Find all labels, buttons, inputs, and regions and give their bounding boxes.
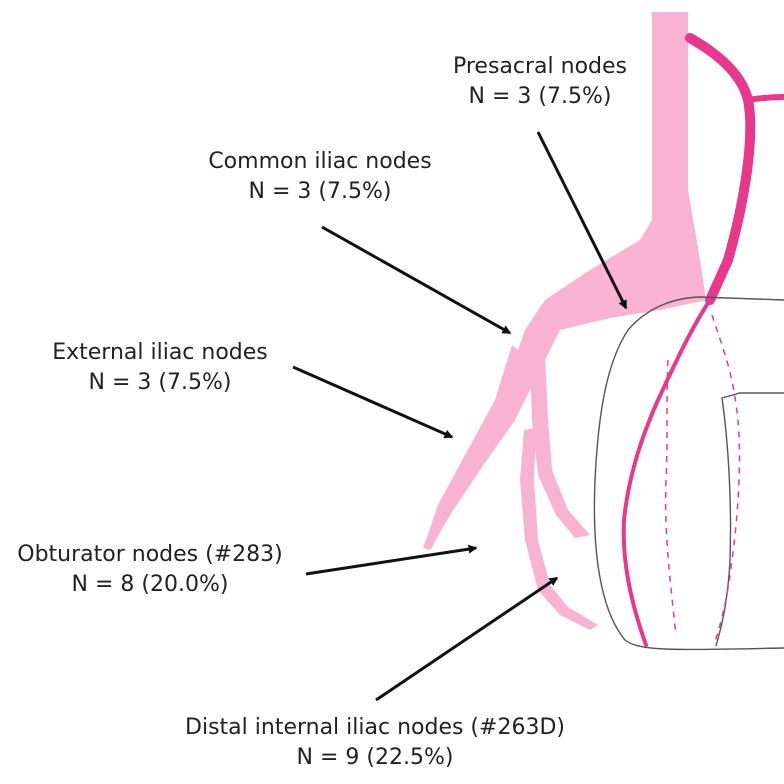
- label-distal-internal-iliac-nodes: Distal internal iliac nodes (#263D) N = …: [160, 713, 590, 773]
- label-common-iliac-nodes: Common iliac nodes N = 3 (7.5%): [180, 147, 460, 207]
- external-iliac-name: External iliac nodes: [0, 338, 320, 368]
- external-iliac-count: N = 3 (7.5%): [0, 368, 320, 398]
- arrow-common-iliac: [322, 227, 510, 333]
- arrow-obturator: [306, 548, 476, 574]
- presacral-name: Presacral nodes: [430, 52, 650, 82]
- organ-outlines: [594, 297, 784, 650]
- obturator-count: N = 8 (20.0%): [0, 570, 300, 600]
- obturator-name: Obturator nodes (#283): [0, 540, 300, 570]
- presacral-count: N = 3 (7.5%): [430, 82, 650, 112]
- inner-organ-outline: [716, 393, 784, 646]
- obturator-branch: [520, 428, 598, 630]
- ureter-line: [624, 38, 784, 645]
- common-iliac-count: N = 3 (7.5%): [180, 177, 460, 207]
- dashed-vessel-right: [712, 315, 739, 645]
- external-iliac-vessel: [424, 345, 530, 548]
- common-iliac-name: Common iliac nodes: [180, 147, 460, 177]
- label-obturator-nodes: Obturator nodes (#283) N = 8 (20.0%): [0, 540, 300, 600]
- arrow-distal-internal-iliac: [376, 578, 557, 700]
- internal-iliac-branch: [530, 355, 590, 538]
- ureter-branch: [748, 97, 784, 100]
- outer-organ-outline: [594, 297, 784, 650]
- distal-internal-iliac-name: Distal internal iliac nodes (#263D): [160, 713, 590, 743]
- label-presacral-nodes: Presacral nodes N = 3 (7.5%): [430, 52, 650, 112]
- label-external-iliac-nodes: External iliac nodes N = 3 (7.5%): [0, 338, 320, 398]
- dashed-vessel-left: [666, 360, 676, 635]
- distal-internal-iliac-count: N = 9 (22.5%): [160, 743, 590, 773]
